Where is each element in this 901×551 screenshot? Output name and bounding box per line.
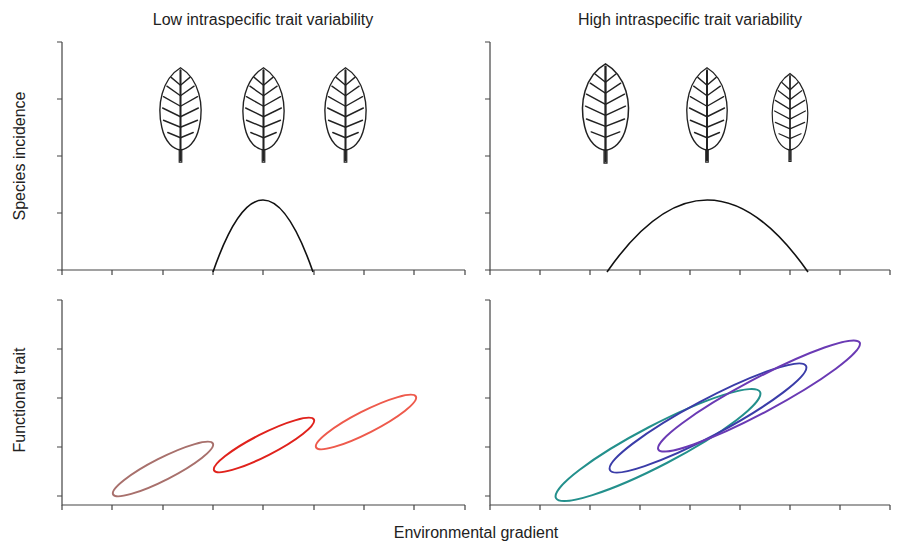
leaf-illustration	[160, 64, 808, 163]
axis-title: Species incidence	[11, 92, 29, 221]
axis-title: Environmental gradient	[394, 524, 559, 542]
panel-title: Low intraspecific trait variability	[153, 11, 374, 29]
axes	[57, 42, 890, 510]
trait-ellipse	[108, 327, 868, 515]
axis-title: Functional trait	[11, 348, 29, 453]
panel-title: High intraspecific trait variability	[578, 11, 802, 29]
incidence-curve	[213, 200, 808, 272]
